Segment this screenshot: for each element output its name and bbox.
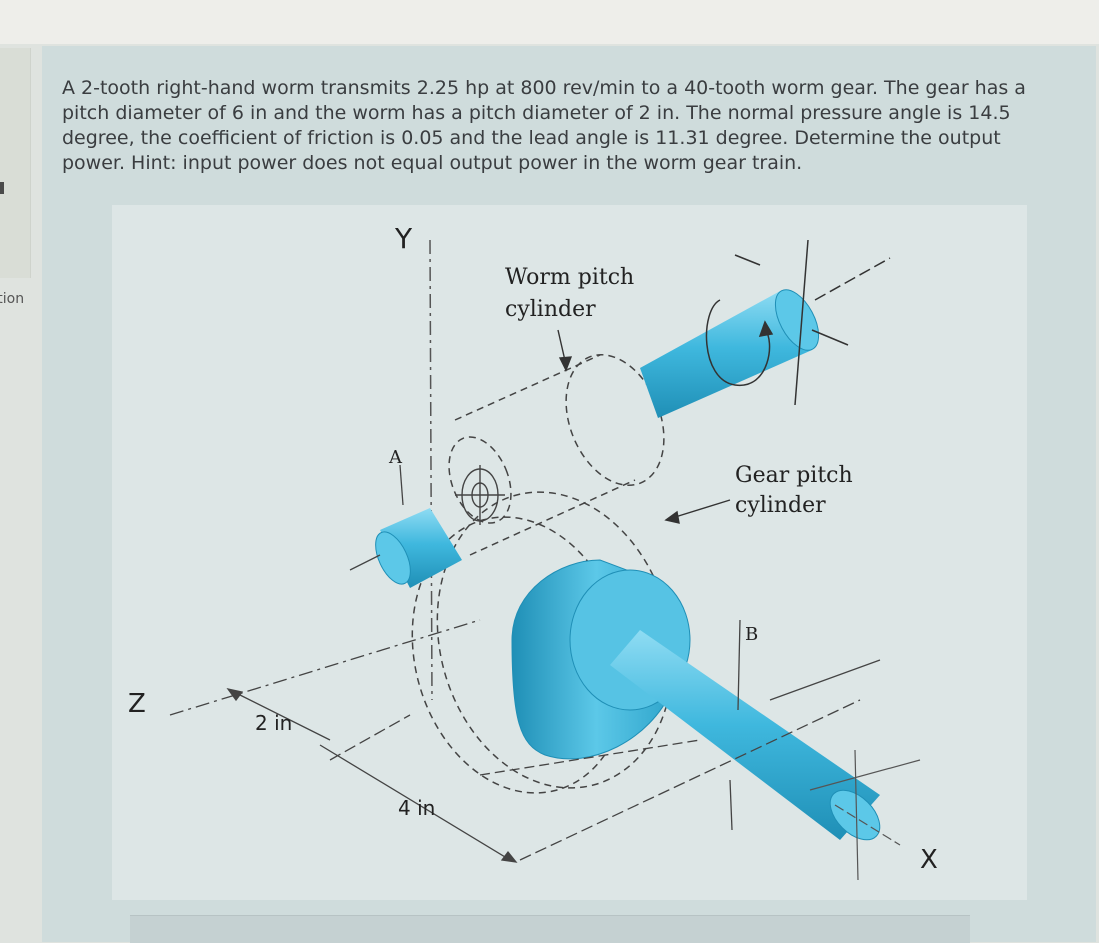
gear-pitch-label-1: Gear pitch — [735, 463, 853, 488]
sidebar-tab-label: stion — [0, 291, 25, 307]
z-axis-label: Z — [128, 689, 146, 719]
answer-toolbar-strip — [130, 915, 970, 943]
sidebar-tab[interactable]: stion — [0, 48, 31, 307]
worm-end-circles — [455, 465, 505, 525]
browser-top-bar — [0, 0, 1099, 44]
question-text: A 2-tooth right-hand worm transmits 2.25… — [62, 77, 1026, 174]
point-b-label: B — [745, 624, 758, 645]
point-a-label: A — [388, 447, 403, 468]
sidebar-marker — [0, 182, 4, 194]
worm-shaft — [640, 289, 820, 418]
y-axis-label: Y — [394, 222, 413, 255]
gear-hub — [511, 559, 691, 760]
worm-pitch-label-1: Worm pitch — [505, 265, 634, 290]
y-axis — [429, 239, 433, 701]
x-axis-label: X — [920, 845, 938, 875]
rotation-arrow — [705, 239, 891, 406]
leader-arrows — [557, 329, 731, 524]
worm-pitch-label-2: cylinder — [505, 297, 596, 322]
dimension-4in: 4 in — [398, 796, 435, 820]
dimension-lines — [169, 464, 881, 863]
figure-area — [112, 205, 1027, 900]
worm-shaft-stub — [375, 508, 462, 588]
gear-pitch-label-2: cylinder — [735, 493, 826, 518]
gear-shaft — [610, 630, 921, 881]
dimension-2in: 2 in — [255, 711, 292, 735]
